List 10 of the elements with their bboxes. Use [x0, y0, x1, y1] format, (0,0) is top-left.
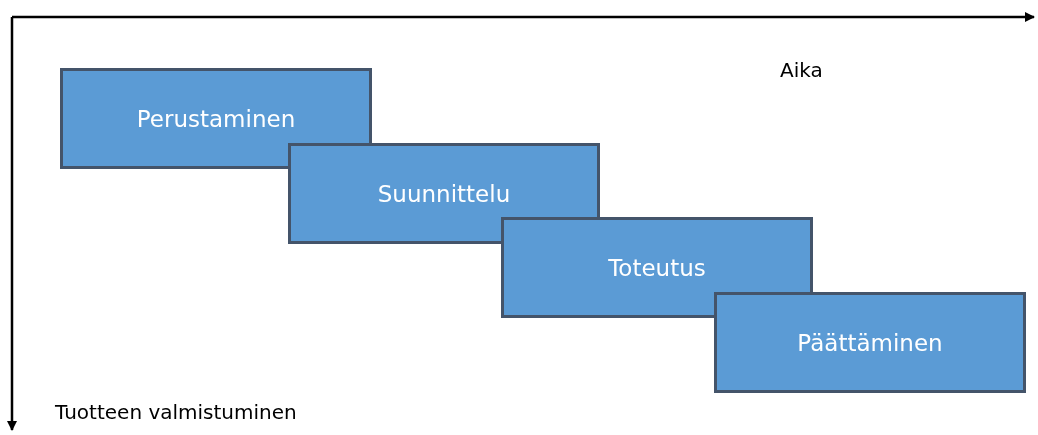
phase-label: Perustaminen [136, 105, 296, 132]
phase-label: Päättäminen [797, 329, 943, 356]
phase-box [501, 217, 813, 318]
phase-label: Suunnittelu [377, 180, 511, 207]
axis-label: Tuotteen valmistuminen [55, 400, 297, 424]
axis-label: Aika [780, 58, 823, 82]
phase-label: Toteutus [608, 254, 706, 281]
phase-box [60, 68, 372, 169]
phase-box [714, 292, 1026, 393]
phase-box [288, 143, 600, 244]
